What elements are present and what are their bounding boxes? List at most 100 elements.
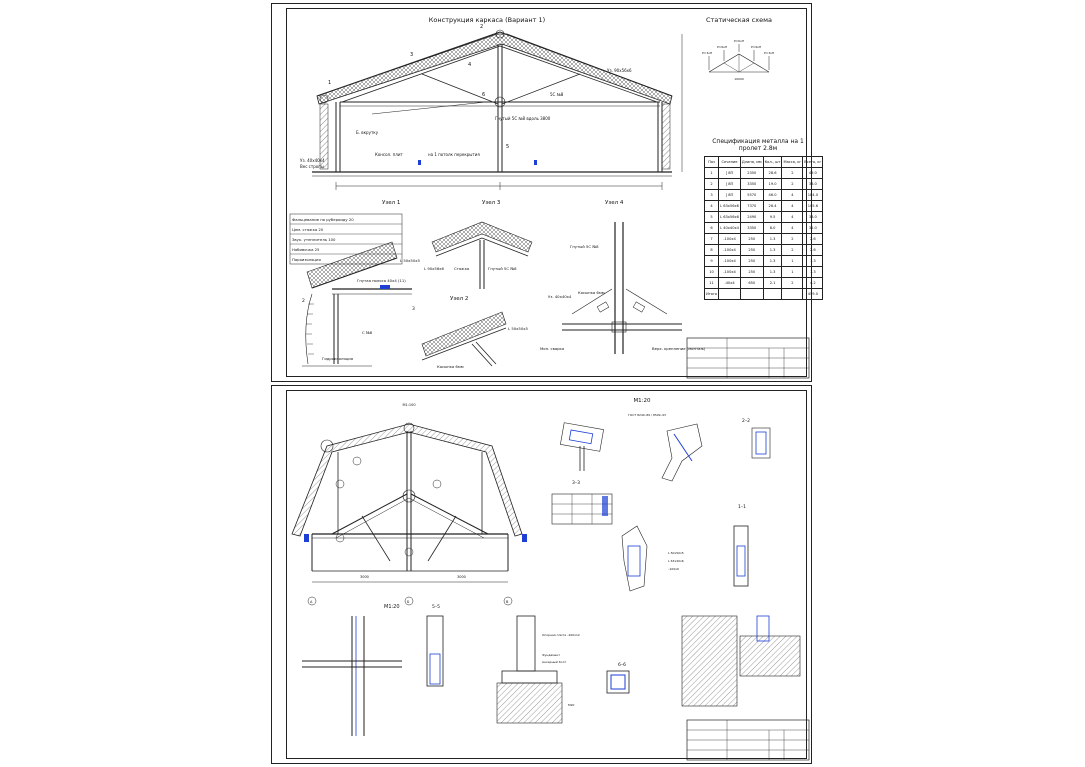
table-cell: 28.6 — [762, 167, 783, 179]
table-cell: 2 — [781, 167, 804, 179]
scale-left: М1:20 — [384, 604, 400, 610]
table-cell: [ 8П — [718, 189, 741, 201]
table-cell: 38.0 — [802, 211, 824, 223]
node3-angle: L 90х56х6 — [424, 266, 444, 271]
callout-6: 6 — [482, 92, 485, 98]
table-cell: [ 8П — [718, 167, 741, 179]
node4-angle: Уз. 40х40х4 — [548, 294, 572, 299]
node-2-detail — [421, 311, 507, 367]
axis-b: Б — [407, 600, 410, 604]
table-cell: 250 — [739, 266, 764, 278]
label-left-support: Уз. 40х40х4 — [300, 158, 325, 163]
node1-beam: С №8 — [362, 330, 373, 335]
table-cell: 2490 — [739, 211, 764, 223]
table-cell: 4 — [781, 211, 804, 223]
section-1-1-title: 1–1 — [738, 504, 746, 510]
table-cell: 46.0 — [762, 189, 783, 201]
table-cell: L 63х56х6 — [718, 200, 741, 212]
table-cell: 9 — [703, 255, 720, 267]
node4-pipe: Гнутый 5С №8 — [570, 244, 599, 249]
node2-strut: Косынка 6мм — [437, 364, 464, 369]
table-cell: Итого — [703, 288, 720, 300]
node-details-top — [551, 422, 771, 592]
table-cell: 459.0 — [802, 288, 824, 300]
node1-callout-2: 2 — [302, 298, 305, 304]
load-top: P=6кН — [734, 39, 744, 43]
table-cell: 10 — [703, 266, 720, 278]
table-cell: -40х4 — [718, 277, 741, 289]
load-mid-left: P=6кН — [717, 45, 727, 49]
static-scheme: P=6кН P=3кН P=6кН P=6кН P=3кН 10000 — [702, 39, 774, 81]
axis-v: В — [506, 600, 509, 604]
node-label-1: L 50х50х5 — [668, 551, 684, 555]
table-cell: 4.2 — [802, 277, 824, 289]
main-frame-drawing — [312, 29, 683, 190]
support-label-4: Опорная плита –200х12 — [542, 633, 580, 637]
support-label-1: Фундамент — [542, 653, 560, 657]
table-cell: 2.6 — [802, 233, 824, 245]
table-cell: 3350 — [739, 222, 764, 234]
table-cell: 1.3 — [762, 244, 783, 256]
table-cell: 6 — [703, 222, 720, 234]
table-cell: 49.0 — [802, 167, 824, 179]
callout-1: 1 — [328, 80, 331, 86]
table-cell: [ 8П — [718, 178, 741, 190]
node2-angle: L 50х50х5 — [508, 326, 528, 331]
node1-plate: Гнутая полоса 40х4 (11) — [357, 278, 406, 283]
table-cell: 8 — [703, 244, 720, 256]
table-cell: L 63х56х6 — [718, 211, 741, 223]
table-cell: 2 — [781, 233, 804, 245]
scale-top: М1:20 — [633, 398, 651, 404]
section-3-3-title: 3–3 — [572, 480, 580, 486]
table-cell: 5 — [703, 211, 720, 223]
table-cell: 7370 — [739, 200, 764, 212]
node3-sc: Гнутый 5С №8 — [488, 266, 517, 271]
roof-layer-3: Звук. утеплитель 100 — [292, 237, 336, 242]
callout-4: 4 — [468, 62, 471, 68]
spec-col-total: Всего, кг — [802, 156, 824, 168]
table-cell: 3 — [703, 189, 720, 201]
sheet1-drawing: Конструкция каркаса (Вариант 1) Статичес… — [289, 16, 810, 379]
table-cell: 2 — [781, 244, 804, 256]
spec-col-mass: Масса, кг — [781, 156, 804, 168]
axis-a: А — [310, 600, 313, 604]
table-cell: 2.1 — [762, 277, 783, 289]
table-cell: 4 — [703, 200, 720, 212]
node-1-detail — [289, 213, 412, 367]
table-cell — [781, 288, 804, 300]
node-title-2: Узел 2 — [450, 296, 468, 302]
table-cell: 19.0 — [762, 178, 783, 190]
table-cell: 2 — [781, 178, 804, 190]
drawing-sheet-1: Конструкция каркаса (Вариант 1) Статичес… — [271, 3, 824, 382]
table-cell: 250 — [739, 255, 764, 267]
frame-scale: М1:100 — [402, 403, 415, 407]
table-cell — [718, 288, 741, 300]
table-cell: 250 — [739, 233, 764, 245]
table-cell: 1.3 — [762, 266, 783, 278]
table-cell: 184.0 — [802, 189, 824, 201]
node1-angle: L 50х50х5 — [400, 258, 420, 263]
node3-ridge: Стяжка — [454, 266, 469, 271]
load-mid-right: P=6кН — [751, 45, 761, 49]
table-cell: 1.3 — [802, 266, 824, 278]
table-cell: 1 — [781, 266, 804, 278]
node-label-2: L 63х40х6 — [668, 559, 684, 563]
static-scheme-title: Статическая схема — [706, 16, 772, 24]
label-wood-beam: Б. вкрутку — [356, 130, 379, 135]
table-cell: 1 — [781, 255, 804, 267]
section-6-6-title: 6–6 — [618, 662, 626, 668]
table-cell: 9.5 — [762, 211, 783, 223]
spec-title: Спецификация металла на 1 пролет 2.8м — [712, 138, 804, 152]
table-cell: 7 — [703, 233, 720, 245]
dim-1: 3000 — [360, 575, 369, 579]
node-label-3: –100х6 — [668, 567, 679, 571]
node-title-4: Узел 4 — [605, 200, 624, 206]
